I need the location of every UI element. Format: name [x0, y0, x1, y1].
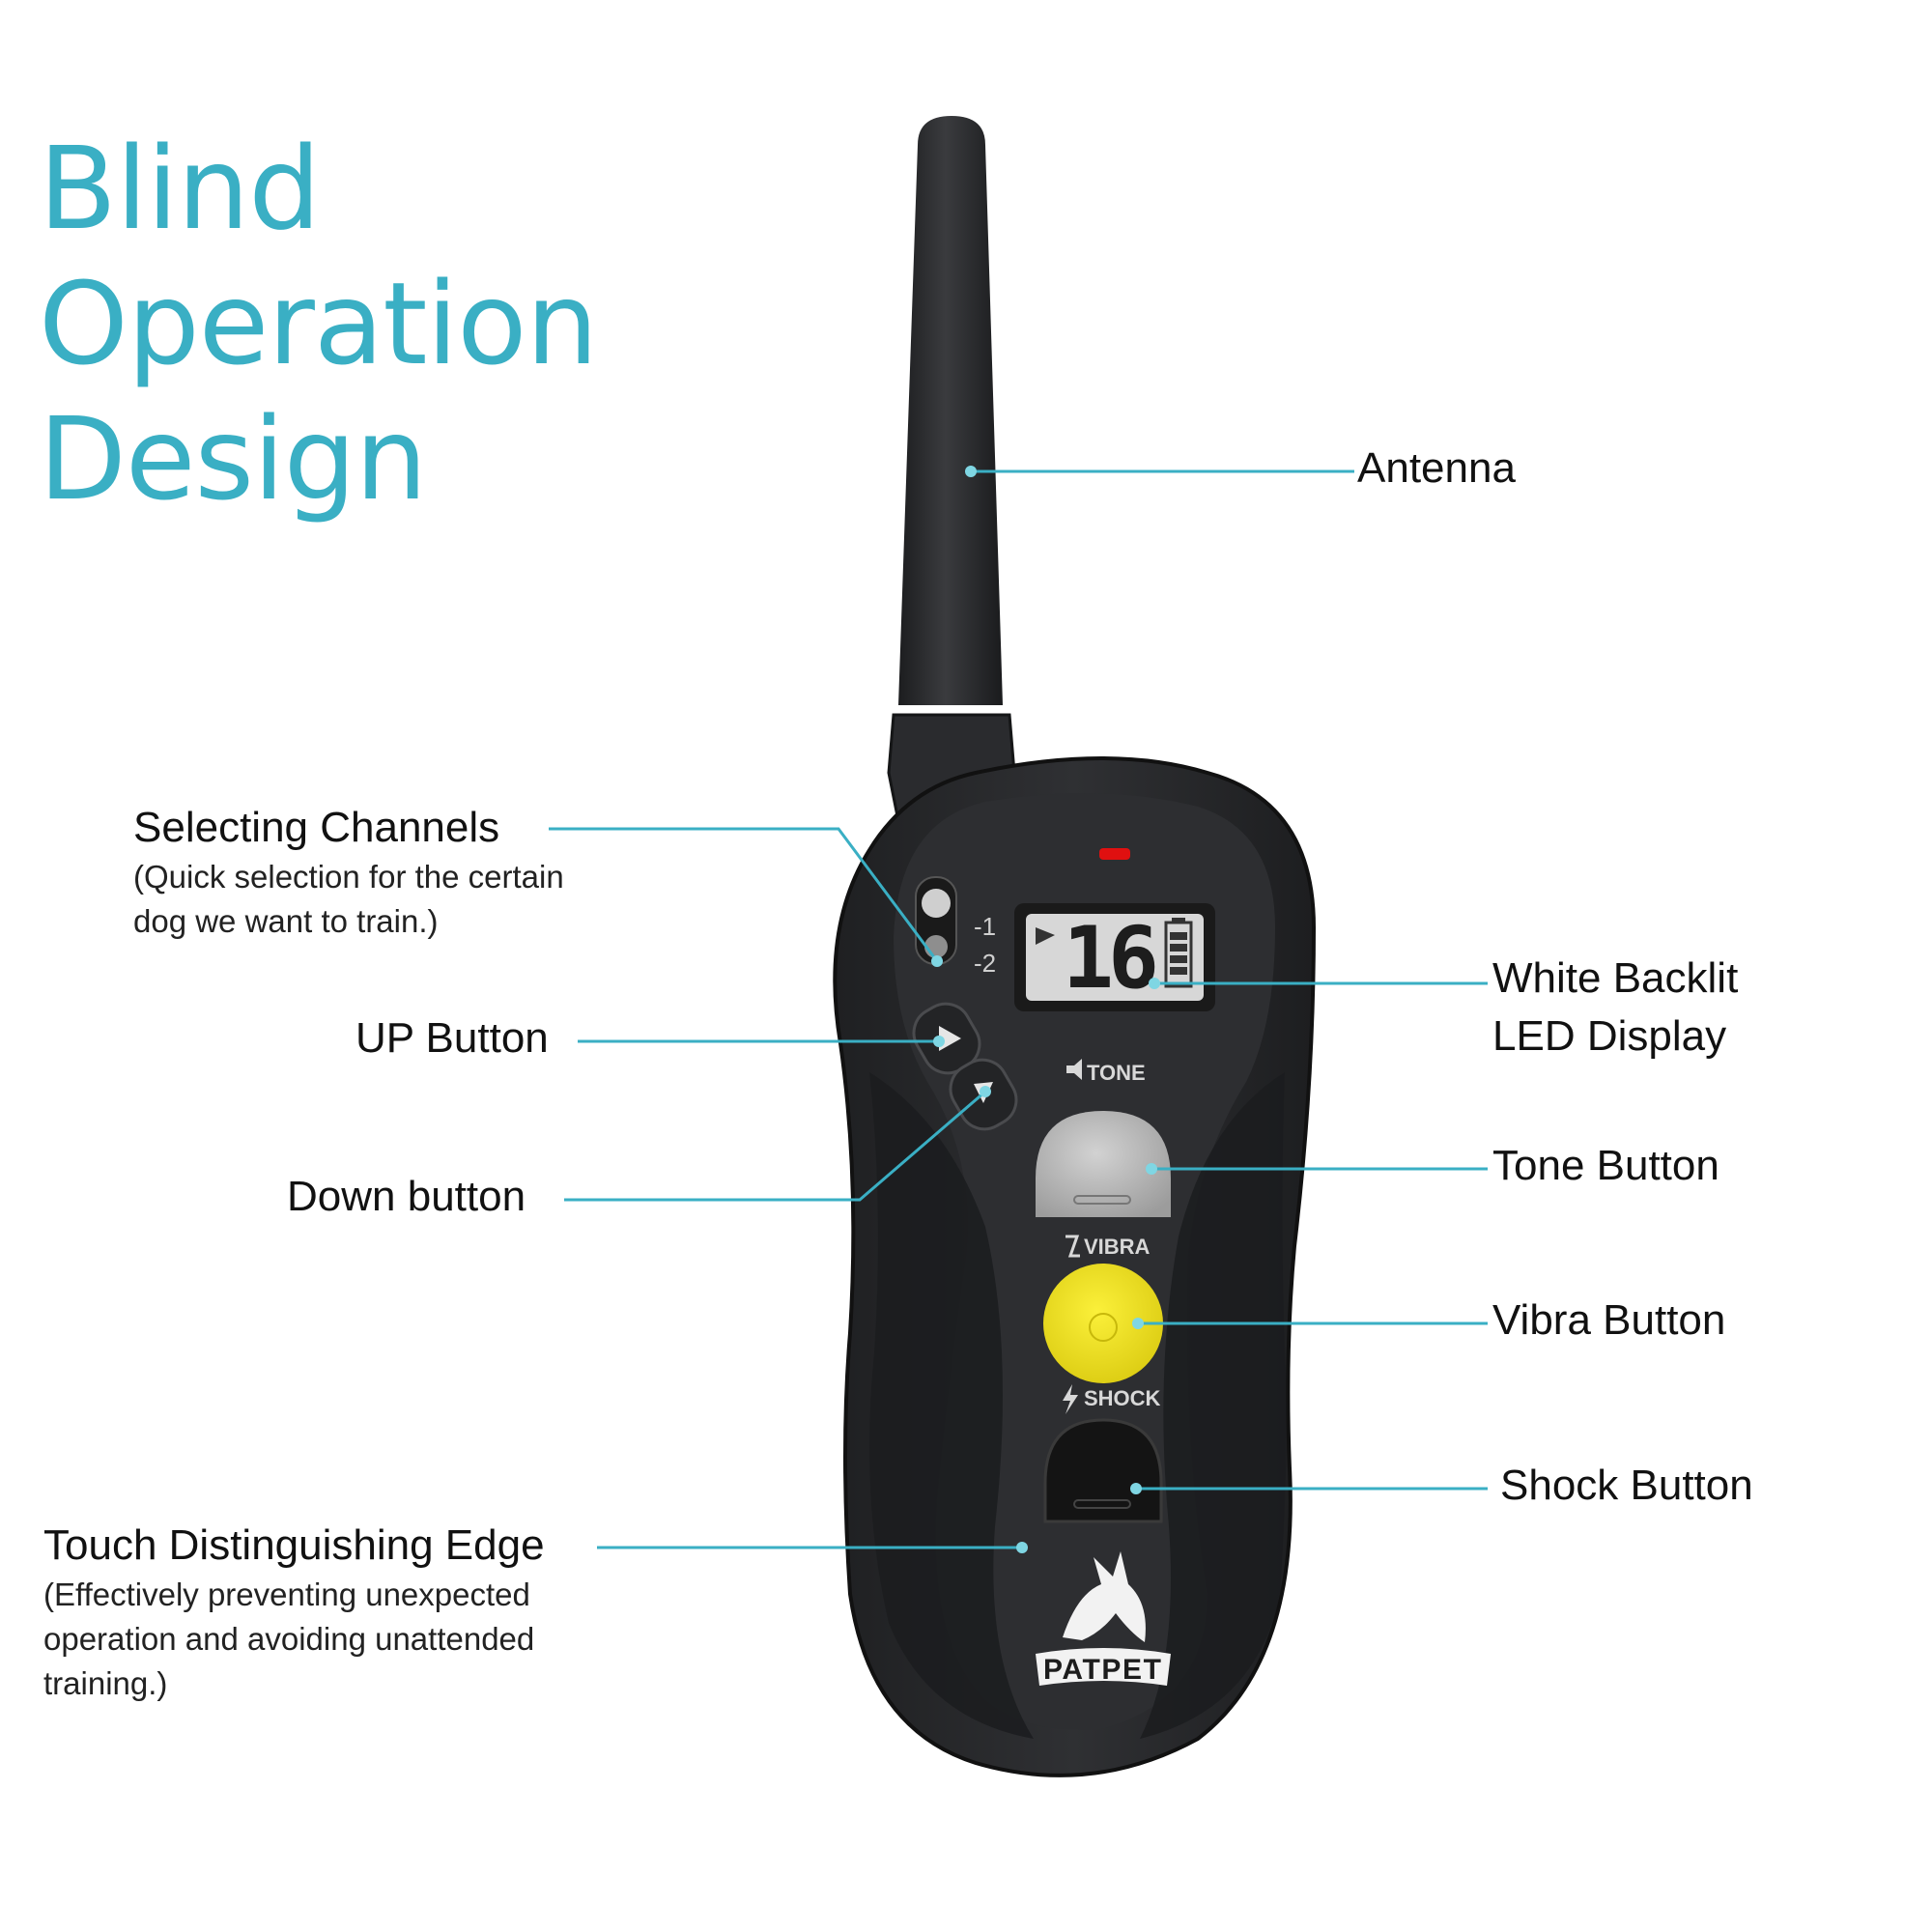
lightning-icon [1063, 1384, 1078, 1414]
down-button-label: Down button [287, 1173, 526, 1220]
vibra-button[interactable] [1043, 1264, 1163, 1383]
shock-button[interactable] [1043, 1418, 1163, 1523]
channel-1-label: -1 [974, 912, 996, 941]
headline: Blind Operation Design [39, 121, 908, 526]
shock-button-label: Shock Button [1500, 1462, 1753, 1509]
tone-speaker-icon [1066, 1059, 1082, 1080]
lcd-dog-indicator-icon [1036, 927, 1055, 945]
antenna-label: Antenna [1357, 444, 1516, 492]
down-button-leader [564, 1090, 986, 1202]
dog-head-logo-icon [1063, 1551, 1146, 1642]
brand-logo: PATPET [1036, 1551, 1171, 1686]
antenna [898, 116, 1003, 705]
vibra-button-label: Vibra Button [1492, 1296, 1726, 1344]
selecting-channels-label: Selecting Channels [133, 804, 500, 851]
tone-button-legend: TONE [1087, 1061, 1146, 1085]
right-grip-texture [1140, 1072, 1287, 1739]
up-button-label: UP Button [355, 1014, 549, 1062]
touch-edge-note: (Effectively preventing unexpected opera… [43, 1577, 535, 1701]
tone-button[interactable] [1036, 1111, 1171, 1217]
leader-lines [549, 469, 1488, 1549]
headline-line-2: Design [39, 392, 427, 526]
headline-line-1: Blind Operation [39, 122, 598, 390]
display-label-line-2: LED Display [1492, 1012, 1727, 1060]
vibra-wave-icon [1065, 1235, 1080, 1258]
touch-edge-label: Touch Distinguishing Edge [43, 1521, 545, 1569]
lcd-screen [1026, 914, 1204, 1001]
vibra-button-legend: VIBRA [1084, 1235, 1151, 1259]
left-grip-texture [869, 1072, 1034, 1739]
battery-icon [1164, 918, 1193, 988]
status-led [1099, 848, 1130, 860]
leader-dots [931, 466, 1160, 1553]
selecting-channels-note: (Quick selection for the certain dog we … [133, 859, 564, 939]
selecting-channels-leader [549, 827, 939, 962]
up-arrow-icon [939, 1026, 961, 1051]
tone-button-label: Tone Button [1492, 1142, 1719, 1189]
channel-2-label: -2 [974, 949, 996, 978]
shock-button-legend: SHOCK [1084, 1386, 1161, 1410]
channel-switch[interactable] [915, 876, 957, 965]
lcd-channel-digits: 16 [1063, 908, 1155, 1008]
brand-name: PATPET [1043, 1654, 1161, 1686]
display-label-line-1: White Backlit [1492, 954, 1739, 1002]
